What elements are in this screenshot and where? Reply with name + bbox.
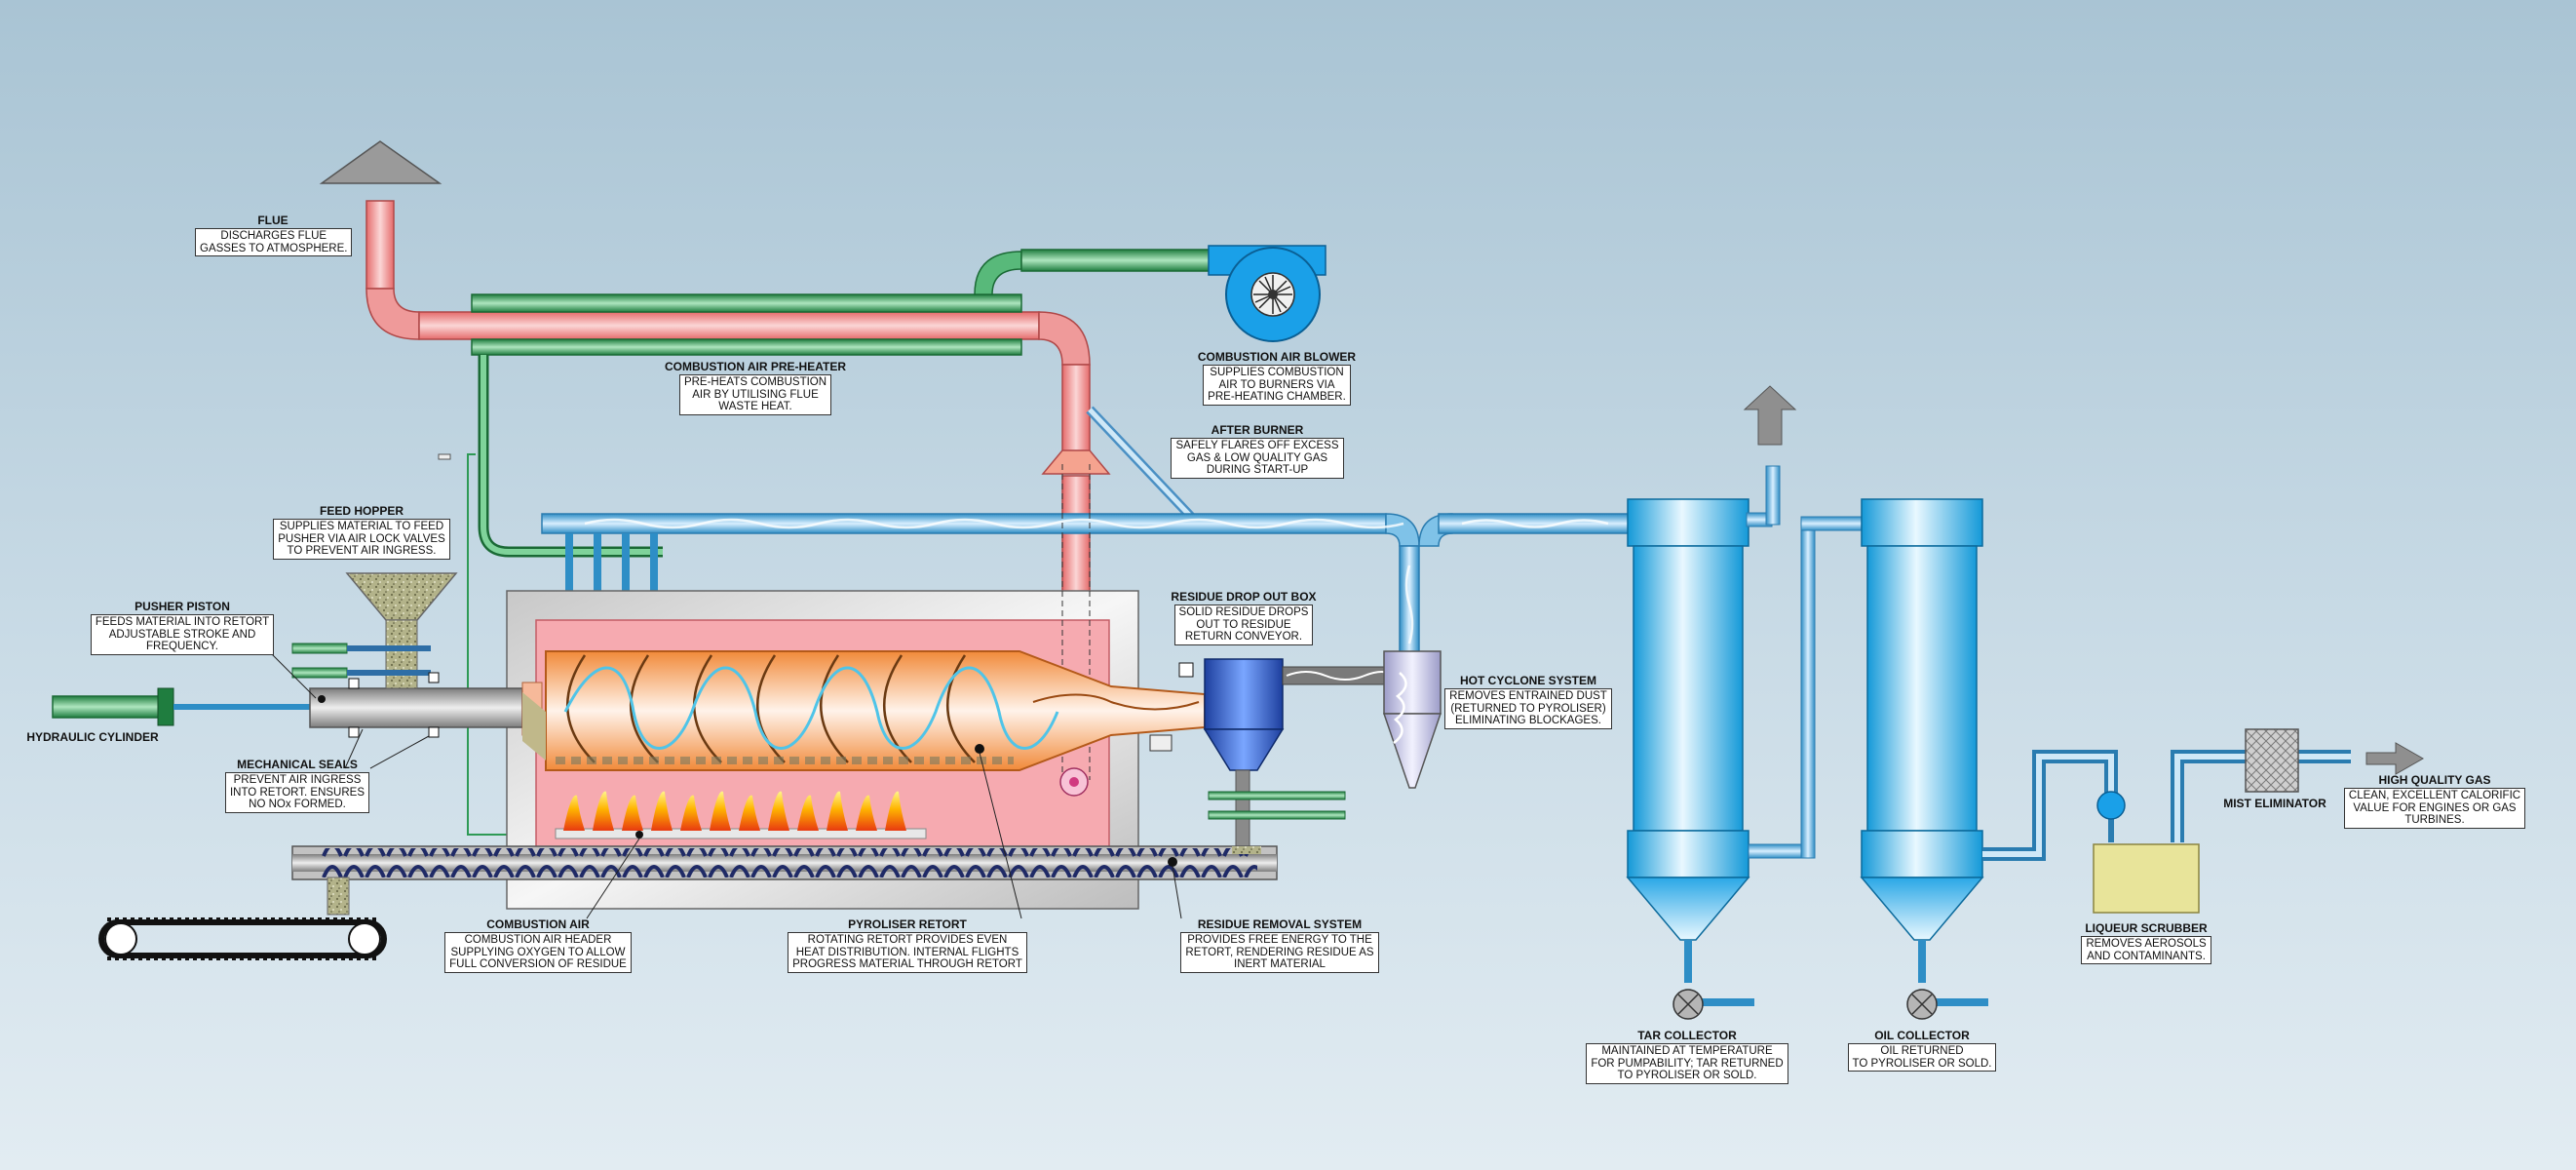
combustion-air-label: COMBUSTION AIR COMBUSTION AIR HEADER SUP… [441, 918, 635, 973]
combustion-air-preheater [438, 249, 1213, 836]
hydraulic-cylinder [52, 687, 310, 726]
feed-hopper-title: FEED HOPPER [319, 504, 404, 518]
preheater-desc: PRE-HEATS COMBUSTION AIR BY UTILISING FL… [678, 374, 832, 415]
mist-title: MIST ELIMINATOR [2223, 797, 2326, 810]
feed-hopper-label: FEED HOPPER SUPPLIES MATERIAL TO FEED PU… [269, 505, 454, 560]
feed-hopper [291, 572, 458, 738]
afterburner-label: AFTER BURNER SAFELY FLARES OFF EXCESS GA… [1168, 424, 1347, 479]
mist-label: MIST ELIMINATOR [2214, 798, 2335, 810]
hydraulic-title: HYDRAULIC CYLINDER [26, 730, 159, 744]
belt-conveyor [98, 917, 387, 960]
combustion-air-blower [1208, 245, 1326, 342]
cyclone-desc: REMOVES ENTRAINED DUST (RETURNED TO PYRO… [1444, 688, 1612, 729]
flue-label: FLUE DISCHARGES FLUE GASSES TO ATMOSPHER… [195, 214, 353, 256]
seals-title: MECHANICAL SEALS [237, 758, 358, 771]
afterburner-desc: SAFELY FLARES OFF EXCESS GAS & LOW QUALI… [1171, 438, 1344, 479]
mist-eliminator [2245, 728, 2299, 793]
oil-desc: OIL RETURNED TO PYROLISER OR SOLD. [1847, 1043, 1997, 1072]
gas-title: HIGH QUALITY GAS [2378, 773, 2491, 787]
oil-title: OIL COLLECTOR [1874, 1029, 1970, 1042]
flue-title: FLUE [257, 214, 288, 227]
residue-box-desc: SOLID RESIDUE DROPS OUT TO RESIDUE RETUR… [1173, 604, 1314, 645]
afterburner-title: AFTER BURNER [1211, 423, 1304, 437]
residue-screw-conveyor [291, 845, 1278, 916]
combustion-air-title: COMBUSTION AIR [486, 917, 590, 931]
pusher-piston [309, 682, 546, 760]
preheater-label: COMBUSTION AIR PRE-HEATER PRE-HEATS COMB… [653, 361, 858, 415]
cyclone-title: HOT CYCLONE SYSTEM [1459, 674, 1596, 687]
scrubber-desc: REMOVES AEROSOLS AND CONTAMINANTS. [2081, 936, 2211, 964]
afterburner-line [1086, 406, 1195, 521]
gas-desc: CLEAN, EXCELLENT CALORIFIC VALUE FOR ENG… [2343, 788, 2526, 829]
blower-label: COMBUSTION AIR BLOWER SUPPLIES COMBUSTIO… [1193, 351, 1361, 406]
residue-removal-desc: PROVIDES FREE ENERGY TO THE RETORT, REND… [1180, 932, 1379, 973]
scrubber-label: LIQUEUR SCRUBBER REMOVES AEROSOLS AND CO… [2072, 922, 2220, 964]
gas-outlet-arrow [2365, 742, 2425, 775]
liqueur-scrubber [2093, 843, 2200, 914]
pusher-label: PUSHER PISTON FEEDS MATERIAL INTO RETORT… [90, 601, 275, 655]
seals-label: MECHANICAL SEALS PREVENT AIR INGRESS INT… [218, 759, 376, 813]
blower-desc: SUPPLIES COMBUSTION AIR TO BURNERS VIA P… [1203, 365, 1351, 406]
hydraulic-label: HYDRAULIC CYLINDER [19, 731, 166, 744]
gas-header-pipe [541, 513, 1631, 664]
tar-desc: MAINTAINED AT TEMPERATURE FOR PUMPABILIT… [1586, 1043, 1788, 1084]
tar-title: TAR COLLECTOR [1637, 1029, 1737, 1042]
flue-desc: DISCHARGES FLUE GASSES TO ATMOSPHERE. [195, 228, 353, 256]
hot-cyclone [1382, 650, 1442, 789]
combustion-air-desc: COMBUSTION AIR HEADER SUPPLYING OXYGEN T… [444, 932, 632, 973]
blower-title: COMBUSTION AIR BLOWER [1197, 350, 1357, 364]
pusher-title: PUSHER PISTON [135, 600, 230, 613]
tar-collector [1626, 465, 1781, 1020]
retort-title: PYROLISER RETORT [848, 917, 967, 931]
preheater-title: COMBUSTION AIR PRE-HEATER [665, 360, 846, 373]
vent-arrow [1743, 385, 1797, 446]
burner-flames [555, 791, 927, 839]
residue-drop-out-box [1149, 658, 1401, 849]
residue-box-label: RESIDUE DROP OUT BOX SOLID RESIDUE DROPS… [1156, 591, 1331, 645]
oil-collector [1748, 498, 1988, 1020]
scrubber-piping [1982, 750, 2351, 861]
seals-desc: PREVENT AIR INGRESS INTO RETORT. ENSURES… [224, 772, 370, 813]
oil-label: OIL COLLECTOR OIL RETURNED TO PYROLISER … [1836, 1030, 2008, 1072]
retort-desc: ROTATING RETORT PROVIDES EVEN HEAT DISTR… [788, 932, 1027, 973]
gas-label: HIGH QUALITY GAS CLEAN, EXCELLENT CALORI… [2341, 774, 2528, 829]
residue-box-title: RESIDUE DROP OUT BOX [1171, 590, 1317, 604]
pusher-desc: FEEDS MATERIAL INTO RETORT ADJUSTABLE ST… [90, 614, 275, 655]
residue-removal-label: RESIDUE REMOVAL SYSTEM PROVIDES FREE ENE… [1170, 918, 1390, 973]
scrubber-title: LIQUEUR SCRUBBER [2085, 921, 2208, 935]
tar-label: TAR COLLECTOR MAINTAINED AT TEMPERATURE … [1577, 1030, 1797, 1084]
retort-label: PYROLISER RETORT ROTATING RETORT PROVIDE… [776, 918, 1039, 973]
feed-hopper-desc: SUPPLIES MATERIAL TO FEED PUSHER VIA AIR… [273, 519, 450, 560]
leader-lines [268, 650, 1182, 919]
residue-removal-title: RESIDUE REMOVAL SYSTEM [1197, 917, 1363, 931]
cyclone-label: HOT CYCLONE SYSTEM REMOVES ENTRAINED DUS… [1441, 675, 1616, 729]
